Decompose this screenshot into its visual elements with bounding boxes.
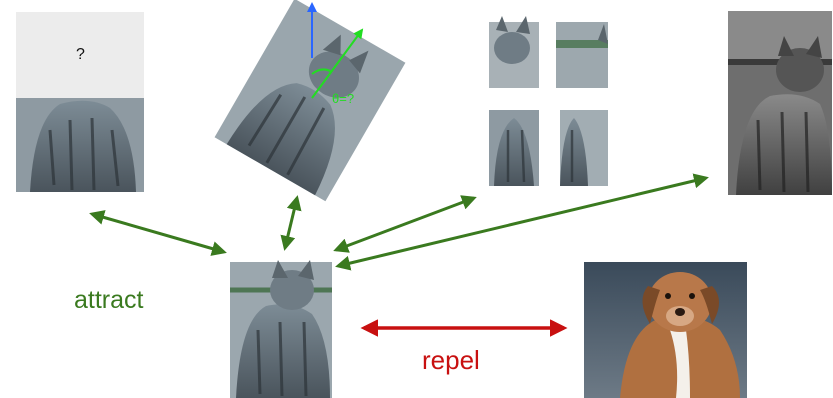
rotation-angle-label: θ=?	[332, 91, 354, 106]
jigsaw-tile	[489, 110, 539, 186]
masked-cat-image	[16, 12, 144, 192]
puppy-image	[584, 262, 747, 398]
jigsaw-tile	[560, 110, 608, 186]
grayscale-cat-image	[728, 11, 832, 195]
attract-arrow-grayscale	[338, 178, 706, 266]
anchor-cat-image	[230, 260, 332, 398]
jigsaw-tile	[556, 22, 608, 88]
attract-label: attract	[74, 286, 143, 315]
attract-arrow-masked	[92, 214, 224, 252]
jigsaw-tile	[489, 16, 539, 88]
repel-label: repel	[422, 345, 480, 376]
rotated-cat-image	[215, 0, 406, 201]
attract-arrow-jigsaw	[336, 198, 474, 250]
jigsaw-tiles	[489, 16, 608, 186]
masked-question-mark: ?	[76, 46, 85, 64]
attract-arrow-rotated	[285, 198, 297, 248]
